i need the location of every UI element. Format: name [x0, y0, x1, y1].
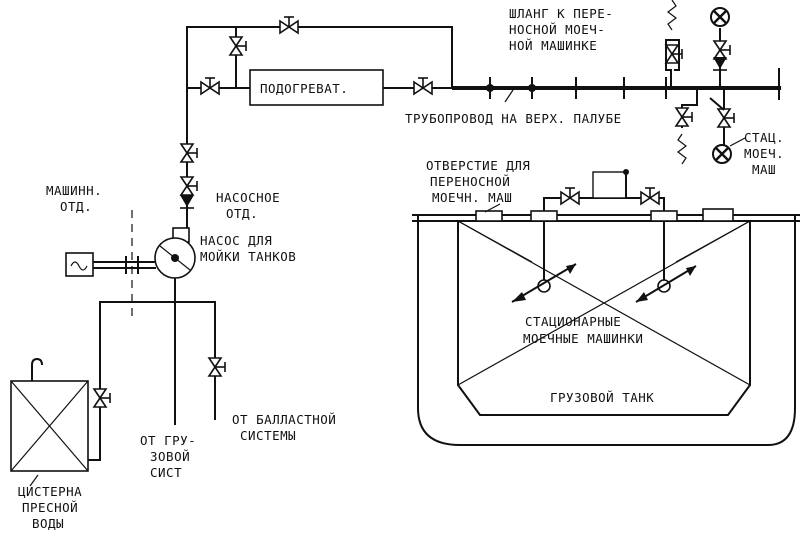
opening-label-line2: ПЕРЕНОСНОЙ — [430, 174, 510, 189]
pump-room-label-line2: ОТД. — [226, 206, 258, 221]
stationary-machines-label-line2: МОЕЧНЫЕ МАШИНКИ — [523, 331, 643, 346]
opening-label-line3: МОЕЧН. МАШ — [432, 190, 512, 205]
ballast-label-line1: ОТ БАЛЛАСТНОЙ — [232, 412, 336, 427]
cargo-system-label-line2: ЗОВОЙ — [150, 449, 190, 464]
lower-hose-valve — [675, 107, 693, 127]
stationary-machines-label-line1: СТАЦИОНАРНЫЕ — [525, 314, 621, 329]
fresh-tank-label-line2: ПРЕСНОЙ — [22, 500, 78, 515]
heater-outlet-valve — [413, 77, 433, 95]
riser-check-valve — [179, 194, 195, 209]
cargo-tank-outline — [457, 221, 751, 416]
bypass-valve — [279, 16, 299, 34]
fresh-water-valve — [93, 388, 111, 408]
pump-room-label-line1: НАСОСНОЕ — [216, 190, 280, 205]
ballast-label-line2: СИСТЕМЫ — [240, 428, 296, 443]
heater-box — [249, 69, 384, 106]
portable-opening-cover — [702, 208, 734, 222]
stationary-machine-icon-lower — [711, 143, 733, 165]
riser-valve — [180, 143, 198, 163]
hull-outline — [417, 215, 796, 446]
ballast-valve — [208, 357, 226, 377]
tank-valve-left — [560, 187, 580, 205]
engine-room-label-line1: МАШИНН. — [46, 183, 102, 198]
hose-label-line2: НОСНОЙ МОЕЧ- — [509, 22, 605, 37]
tank-valve-right — [640, 187, 660, 205]
stat-machine-valve-up — [713, 40, 731, 60]
stat-check-up — [712, 56, 728, 71]
heater-label: ПОДОГРЕВАТ. — [260, 81, 348, 96]
pump-label-line1: НАСОС ДЛЯ — [200, 233, 272, 248]
stat-label-line3: МАШ — [752, 162, 776, 177]
hose-label-line1: ШЛАНГ К ПЕРЕ- — [509, 6, 613, 21]
cargo-system-label-line1: ОТ ГРУ- — [140, 433, 196, 448]
pump-area: МАШИНН. ОТД. НАСОСНОЕ ОТД. НАСОС ДЛЯ МОЙ… — [10, 183, 336, 531]
cargo-system-label-line3: СИСТ — [150, 465, 182, 480]
upper-piping: ПОДОГРЕВАТ. ТРУБОПРОВОД НА ВЕРХ. ПАЛУБЕ — [179, 0, 784, 238]
pump-label-line2: МОЙКИ ТАНКОВ — [200, 249, 296, 264]
stat-label-line1: СТАЦ. — [744, 130, 784, 145]
fresh-tank-label-line3: ВОДЫ — [32, 516, 64, 531]
hose-label-line3: НОЙ МАШИНКЕ — [509, 38, 597, 53]
cargo-tank-section: ГРУЗОВОЙ ТАНК СТАЦИОНАРНЫЕ МОЕЧНЫЕ МАШИН… — [412, 158, 800, 446]
deck-pipeline-label: ТРУБОПРОВОД НА ВЕРХ. ПАЛУБЕ — [405, 111, 622, 126]
fresh-tank-label-line1: ЦИСТЕРНА — [18, 484, 82, 499]
stat-label-line2: МОЕЧ. — [744, 146, 784, 161]
heater-bypass-valve — [229, 36, 247, 56]
riser-valve-lower — [180, 176, 198, 196]
heater-inlet-valve — [200, 77, 220, 95]
engine-room-label-line2: ОТД. — [60, 199, 92, 214]
stat-machine-valve-down — [717, 108, 735, 128]
cargo-tank-label: ГРУЗОВОЙ ТАНК — [550, 390, 654, 405]
deck-pipeline-joints — [486, 68, 780, 100]
motor-box — [65, 252, 94, 277]
opening-label-line1: ОТВЕРСТИЕ ДЛЯ — [426, 158, 530, 173]
stationary-machine-icon — [709, 6, 731, 28]
